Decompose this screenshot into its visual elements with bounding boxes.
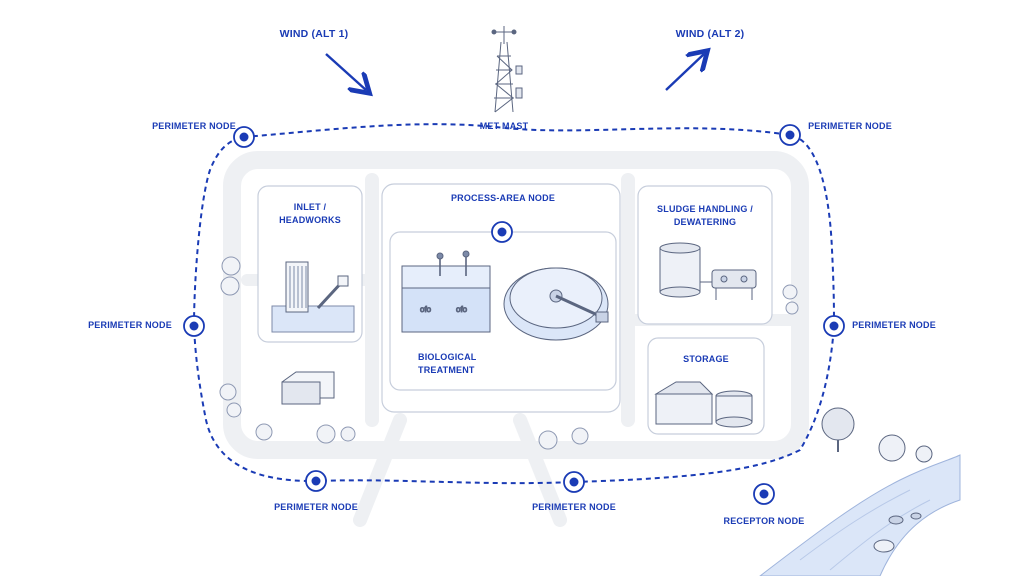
wind-arrow-alt1 xyxy=(325,53,366,90)
perimeter-node-marker xyxy=(563,471,585,493)
river xyxy=(758,454,961,577)
nodes xyxy=(183,124,845,505)
wind-arrow-alt2 xyxy=(665,54,704,91)
control-building-icon xyxy=(281,371,335,405)
perimeter-node-label-top-right: PERIMETER NODE xyxy=(808,121,892,131)
svg-text:ofo: ofo xyxy=(420,305,432,314)
inlet-headworks-area xyxy=(257,185,363,343)
storage-label: STORAGE xyxy=(683,354,729,364)
clarifier-icon xyxy=(503,267,609,341)
site-roads xyxy=(223,151,809,527)
inlet-headworks-label: INLET / HEADWORKS xyxy=(279,202,341,225)
perimeter-node-marker xyxy=(183,315,205,337)
aeration-tank-icon: ofo ofo xyxy=(401,250,491,333)
perimeter-node-marker xyxy=(233,126,255,148)
storage-tanks-icon xyxy=(654,381,753,428)
perimeter-node-label-left: PERIMETER NODE xyxy=(88,320,172,330)
process-area-node-marker xyxy=(491,221,513,243)
receptor-node-label: RECEPTOR NODE xyxy=(723,516,805,526)
inlet-label-line1: INLET / xyxy=(293,202,327,212)
wind-alt2-label: WIND (ALT 2) xyxy=(675,28,745,40)
perimeter-node-label-bottom-left: PERIMETER NODE xyxy=(274,502,358,512)
biological-label-line2: TREATMENT xyxy=(418,365,475,375)
sludge-label-line1: SLUDGE HANDLING / xyxy=(657,204,753,214)
met-mast-icon xyxy=(491,26,523,113)
dewatering-press-icon xyxy=(700,269,757,300)
biological-treatment-label: BIOLOGICAL TREATMENT xyxy=(418,352,477,375)
perimeter-boundary xyxy=(192,123,836,485)
perimeter-node-marker xyxy=(823,315,845,337)
perimeter-node-marker xyxy=(305,470,327,492)
perimeter-node-marker xyxy=(779,124,801,146)
biological-label-line1: BIOLOGICAL xyxy=(418,352,477,362)
bar-screen-icon xyxy=(271,261,355,333)
svg-text:ofo: ofo xyxy=(456,305,468,314)
process-area-node-label: PROCESS-AREA NODE xyxy=(450,193,556,203)
perimeter-node-label-top-left: PERIMETER NODE xyxy=(152,121,236,131)
sludge-label-line2: DEWATERING xyxy=(673,217,737,227)
shrubs xyxy=(219,256,799,450)
perimeter-node-label-right: PERIMETER NODE xyxy=(852,320,936,330)
sludge-tank-icon xyxy=(659,242,701,298)
inlet-label-line2: HEADWORKS xyxy=(279,215,341,225)
met-mast-label: MET MAST xyxy=(479,121,529,131)
receptor-node-marker xyxy=(753,483,775,505)
perimeter-node-label-bottom-right: PERIMETER NODE xyxy=(532,502,616,512)
wind-alt1-label: WIND (ALT 1) xyxy=(279,28,349,40)
riverside-trees xyxy=(821,407,933,553)
sludge-handling-label: SLUDGE HANDLING / DEWATERING xyxy=(657,204,753,227)
